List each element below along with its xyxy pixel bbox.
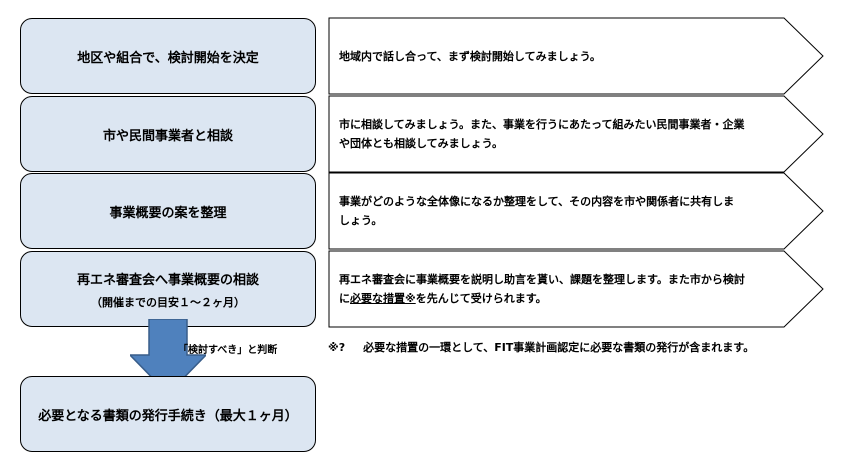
- text-segment: を先んじて受けられます。: [415, 292, 547, 305]
- footnote-text: 必要な措置の一環として、FIT事業計画認定に必要な書類の発行が含まれます。: [363, 341, 755, 354]
- step-subtitle: （開催までの目安１～２ヶ月）: [91, 295, 245, 309]
- description-chevron-1: 地域内で話し合って、まず検討開始してみましょう。: [328, 17, 824, 95]
- description-text-line1: 市に相談してみましょう。また、事業を行うにあたって組みたい民間事業者・企業: [339, 118, 745, 131]
- description-text-line2: に必要な措置※を先んじて受けられます。: [339, 289, 745, 308]
- description-text-line1: 再エネ審査会に事業概要を説明し助言を貰い、課題を整理します。また市から検討: [339, 273, 745, 286]
- description-text-line2: や団体とも相談してみましょう。: [339, 137, 504, 150]
- necessary-measures-link[interactable]: 必要な措置※: [350, 292, 416, 305]
- description-chevron-2: 市に相談してみましょう。また、事業を行うにあたって組みたい民間事業者・企業 や団…: [328, 95, 824, 173]
- step-title: 再エネ審査会へ事業概要の相談: [76, 272, 259, 288]
- step-box-document-issuance: 必要となる書類の発行手続き（最大１ヶ月）: [20, 376, 316, 452]
- text-segment: に: [339, 292, 350, 305]
- step-box-organize-plan: 事業概要の案を整理: [20, 173, 316, 249]
- footnote-mark: ※?: [328, 341, 346, 354]
- step-title: 地区や組合で、検討開始を決定: [77, 50, 259, 66]
- description-chevron-3: 事業がどのような全体像になるか整理をして、その内容を市や関係者に共有しま しょう…: [328, 172, 824, 250]
- step-title: 市や民間事業者と相談: [102, 128, 233, 144]
- step-box-review-council: 再エネ審査会へ事業概要の相談 （開催までの目安１～２ヶ月）: [20, 251, 316, 327]
- judgement-label: 「検討すべき」と判断: [178, 345, 278, 356]
- description-chevron-4: 再エネ審査会に事業概要を説明し助言を貰い、課題を整理します。また市から検討 に必…: [328, 250, 824, 328]
- step-title: 必要となる書類の発行手続き（最大１ヶ月）: [38, 408, 298, 424]
- step-box-start-discussion: 地区や組合で、検討開始を決定: [20, 18, 316, 94]
- step-box-consult-city: 市や民間事業者と相談: [20, 96, 316, 172]
- description-text-line2: しょう。: [339, 214, 383, 227]
- down-arrow-icon: [130, 319, 206, 395]
- footnote: ※? 必要な措置の一環として、FIT事業計画認定に必要な書類の発行が含まれます。: [328, 339, 754, 355]
- step-title: 事業概要の案を整理: [109, 205, 227, 221]
- description-text-line1: 事業がどのような全体像になるか整理をして、その内容を市や関係者に共有しま: [339, 195, 735, 208]
- description-text: 地域内で話し合って、まず検討開始してみましょう。: [339, 49, 601, 63]
